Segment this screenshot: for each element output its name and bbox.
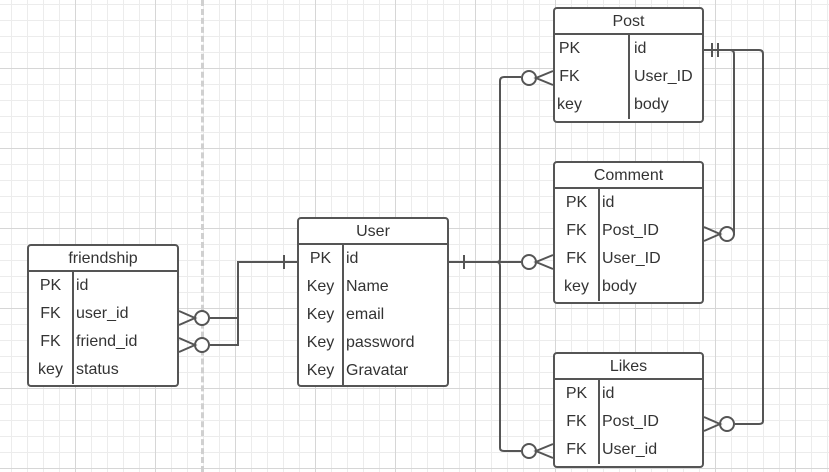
entity-row: FK Post_ID (555, 217, 702, 245)
field-label: User_id (602, 441, 658, 458)
entity-row: PK id (555, 189, 702, 217)
entity-title: Likes (555, 354, 702, 380)
entity-row: FK User_id (555, 436, 702, 464)
entity-post[interactable]: Post PK id FK User_ID key body (553, 7, 704, 123)
entity-row: FK User_ID (555, 245, 702, 273)
field-label: Post_ID (602, 413, 659, 430)
link-user-friendship-user-id[interactable] (178, 255, 297, 326)
entity-row: PK id (555, 35, 702, 63)
entity-row: PK id (299, 245, 447, 273)
entity-user[interactable]: User PK id Key Name Key email Key passwo… (297, 217, 449, 387)
key-label: PK (558, 40, 581, 57)
dashed-guide-line (201, 0, 204, 472)
field-label: friend_id (76, 333, 138, 350)
field-label: email (346, 306, 385, 323)
key-label: Key (306, 362, 335, 379)
key-label: FK (40, 333, 61, 350)
key-label: FK (40, 305, 61, 322)
field-label: id (602, 194, 615, 211)
entity-row: FK user_id (29, 300, 177, 328)
key-label: FK (566, 413, 587, 430)
entity-row: Key Gravatar (299, 357, 447, 385)
entity-row: key body (555, 91, 702, 119)
field-label: body (634, 96, 669, 113)
entity-row: Key email (299, 301, 447, 329)
entity-row: PK id (555, 380, 702, 408)
field-label: User_ID (634, 68, 693, 85)
entity-row: PK id (29, 272, 177, 300)
key-label: FK (566, 222, 587, 239)
key-label: key (557, 96, 582, 113)
field-label: password (346, 334, 415, 351)
key-label: FK (566, 441, 587, 458)
entity-comment[interactable]: Comment PK id FK Post_ID FK User_ID key … (553, 161, 704, 304)
field-label: id (602, 385, 615, 402)
entity-likes[interactable]: Likes PK id FK Post_ID FK User_id (553, 352, 704, 468)
link-user-likes[interactable] (496, 261, 554, 459)
key-label: PK (565, 194, 588, 211)
field-label: id (346, 250, 359, 267)
key-label: Key (306, 278, 335, 295)
field-label: status (76, 361, 119, 378)
key-label: Key (306, 334, 335, 351)
entity-row: key status (29, 356, 177, 384)
link-post-likes[interactable] (703, 49, 764, 432)
entity-title: User (299, 219, 447, 245)
entity-title: Comment (555, 163, 702, 189)
link-post-comment[interactable] (703, 43, 735, 242)
field-label: User_ID (602, 250, 661, 267)
entity-row: Key password (299, 329, 447, 357)
link-user-comment[interactable] (497, 254, 554, 270)
field-label: user_id (76, 305, 129, 322)
entity-friendship[interactable]: friendship PK id FK user_id FK friend_id… (27, 244, 179, 387)
key-label: Key (306, 306, 335, 323)
key-label: FK (566, 250, 587, 267)
field-label: id (76, 277, 89, 294)
field-label: Name (346, 278, 389, 295)
entity-title: Post (555, 9, 702, 35)
entity-row: FK Post_ID (555, 408, 702, 436)
link-user-friendship-friend-id[interactable] (178, 318, 239, 353)
entity-row: FK User_ID (555, 63, 702, 91)
entity-title: friendship (29, 246, 177, 272)
key-label: PK (39, 277, 62, 294)
field-label: Gravatar (346, 362, 409, 379)
key-label: PK (565, 385, 588, 402)
field-label: Post_ID (602, 222, 659, 239)
key-label: FK (559, 68, 580, 85)
key-label: PK (309, 250, 332, 267)
entity-row: Key Name (299, 273, 447, 301)
key-label: key (38, 361, 63, 378)
entity-row: key body (555, 273, 702, 301)
link-user-post[interactable] (449, 70, 554, 269)
entity-row: FK friend_id (29, 328, 177, 356)
field-label: id (634, 40, 647, 57)
field-label: body (602, 278, 637, 295)
key-label: key (564, 278, 589, 295)
